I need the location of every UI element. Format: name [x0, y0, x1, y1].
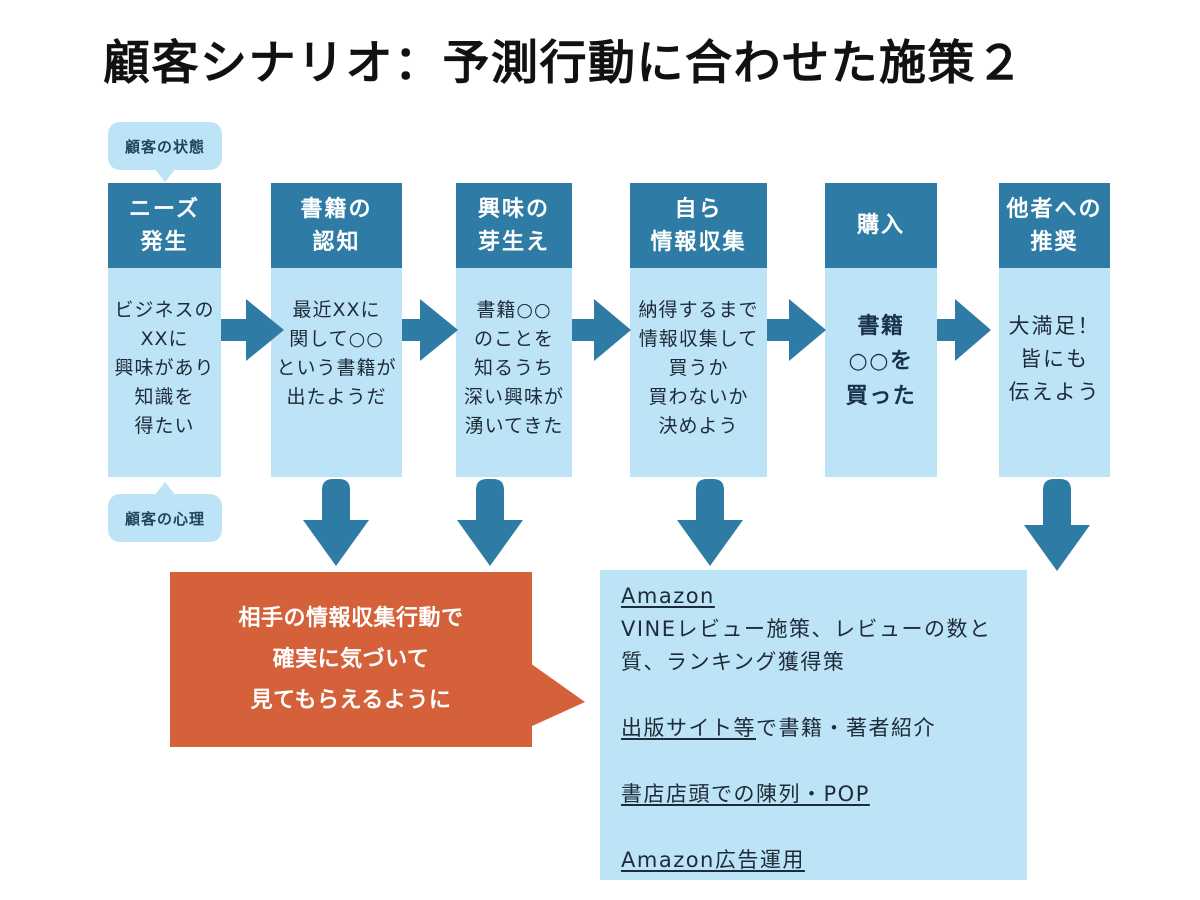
stage-header-line: 他者への — [1006, 196, 1103, 222]
measure-bookstore: 書店店頭での陳列・POP — [621, 778, 1015, 811]
stage-body-line: 伝えよう — [1008, 380, 1101, 404]
bookstore-display-link[interactable]: 書店店頭での陳列・POP — [621, 782, 870, 806]
stage-purchase: 購入 書籍 ○○を 買った — [825, 183, 937, 477]
down-arrow-icon — [1024, 479, 1090, 571]
stage-body-line: 納得するまで — [638, 299, 759, 321]
stage-header-line: 興味の — [477, 196, 550, 222]
stage-body-line: 買うか — [668, 357, 729, 379]
stage-body-line: 最近XXに — [292, 299, 381, 321]
stage-interest-body: 書籍○○ のことを 知るうち 深い興味が 湧いてきた — [456, 268, 572, 477]
stage-research: 自ら 情報収集 納得するまで 情報収集して 買うか 買わないか 決めよう — [630, 183, 767, 477]
stage-header-line: 推奨 — [1030, 229, 1079, 255]
stage-body-line: 決めよう — [658, 415, 739, 437]
stage-body-line: 出たようだ — [286, 386, 387, 408]
stage-body-line: 買わないか — [648, 386, 749, 408]
measure-ads: Amazon広告運用 — [621, 844, 1015, 877]
stage-body-line: 得たい — [134, 415, 195, 437]
stage-header-line: 発生 — [140, 229, 189, 255]
stage-recommend: 他者への 推奨 大満足！ 皆にも 伝えよう — [999, 183, 1110, 477]
stage-body-line: 興味があり — [114, 357, 215, 379]
stage-body-line: 買った — [845, 384, 917, 409]
stage-body-line: 書籍 — [857, 314, 905, 339]
callout-tail — [530, 663, 585, 727]
measure-line: 質、ランキング獲得策 — [621, 650, 846, 674]
stage-awareness-header: 書籍の 認知 — [271, 183, 402, 268]
stage-header-line: 自ら — [674, 196, 723, 222]
publisher-site-link[interactable]: 出版サイト等 — [621, 716, 756, 740]
stage-body-line: 書籍○○ — [476, 299, 552, 321]
customer-psychology-label: 顧客の心理 — [108, 494, 222, 542]
stage-body-line: 大満足！ — [1008, 314, 1101, 338]
stage-body-line: 深い興味が — [463, 386, 564, 408]
stage-body-line: ビジネスの — [114, 299, 215, 321]
stage-body-line: 皆にも — [1020, 347, 1089, 371]
stage-header-line: 芽生え — [477, 229, 550, 255]
measure-amazon: Amazon VINEレビュー施策、レビューの数と 質、ランキング獲得策 — [621, 580, 1015, 679]
page-title: 顧客シナリオ：予測行動に合わせた施策２ — [103, 36, 1025, 91]
stage-research-body: 納得するまで 情報収集して 買うか 買わないか 決めよう — [630, 268, 767, 477]
right-arrow-icon — [767, 299, 826, 361]
stage-interest: 興味の 芽生え 書籍○○ のことを 知るうち 深い興味が 湧いてきた — [456, 183, 572, 477]
stage-purchase-header: 購入 — [825, 183, 937, 268]
stage-research-header: 自ら 情報収集 — [630, 183, 767, 268]
stage-awareness-body: 最近XXに 関して○○ という書籍が 出たようだ — [271, 268, 402, 477]
callout-box: 相手の情報収集行動で 確実に気づいて 見てもらえるように — [170, 572, 532, 747]
stage-purchase-body: 書籍 ○○を 買った — [825, 268, 937, 477]
down-arrow-icon — [677, 479, 743, 566]
stage-body-line: ○○を — [848, 349, 914, 374]
stage-needs-body: ビジネスの XXに 興味があり 知識を 得たい — [108, 268, 221, 477]
stage-interest-header: 興味の 芽生え — [456, 183, 572, 268]
stage-header-line: 購入 — [856, 213, 905, 238]
stage-header-line: 書籍の — [300, 196, 373, 222]
stage-needs: ニーズ 発生 ビジネスの XXに 興味があり 知識を 得たい — [108, 183, 221, 477]
right-arrow-icon — [572, 299, 631, 361]
stage-body-line: XXに — [140, 328, 189, 350]
measure-line: VINEレビュー施策、レビューの数と — [621, 617, 992, 641]
stage-body-line: 湧いてきた — [464, 415, 564, 437]
stage-body-line: のことを — [473, 328, 554, 350]
stage-awareness: 書籍の 認知 最近XXに 関して○○ という書籍が 出たようだ — [271, 183, 402, 477]
stage-body-line: 関して○○ — [289, 328, 384, 350]
state-label-tail — [154, 168, 176, 182]
stage-body-line: という書籍が — [276, 357, 397, 379]
measures-box: Amazon VINEレビュー施策、レビューの数と 質、ランキング獲得策 出版サ… — [600, 570, 1027, 880]
callout-line: 相手の情報収集行動で — [238, 606, 464, 631]
stage-recommend-header: 他者への 推奨 — [999, 183, 1110, 268]
measure-publisher: 出版サイト等で書籍・著者紹介 — [621, 712, 1015, 745]
down-arrow-icon — [457, 479, 523, 566]
amazon-link[interactable]: Amazon — [621, 584, 715, 608]
stage-header-line: 認知 — [312, 229, 361, 255]
stage-body-line: 知るうち — [473, 357, 554, 379]
down-arrow-icon — [303, 479, 369, 566]
stage-body-line: 知識を — [134, 386, 195, 408]
measure-line: で書籍・著者紹介 — [756, 716, 936, 740]
stage-body-line: 情報収集して — [638, 328, 759, 350]
right-arrow-icon — [937, 299, 991, 361]
stage-needs-header: ニーズ 発生 — [108, 183, 221, 268]
amazon-ads-link[interactable]: Amazon広告運用 — [621, 848, 805, 872]
callout-line: 確実に気づいて — [272, 647, 430, 672]
stage-recommend-body: 大満足！ 皆にも 伝えよう — [999, 268, 1110, 477]
stage-header-line: ニーズ — [129, 196, 200, 222]
right-arrow-icon — [402, 299, 458, 361]
stage-header-line: 情報収集 — [650, 229, 747, 255]
customer-state-label: 顧客の状態 — [108, 122, 222, 170]
callout-line: 見てもらえるように — [250, 688, 452, 713]
